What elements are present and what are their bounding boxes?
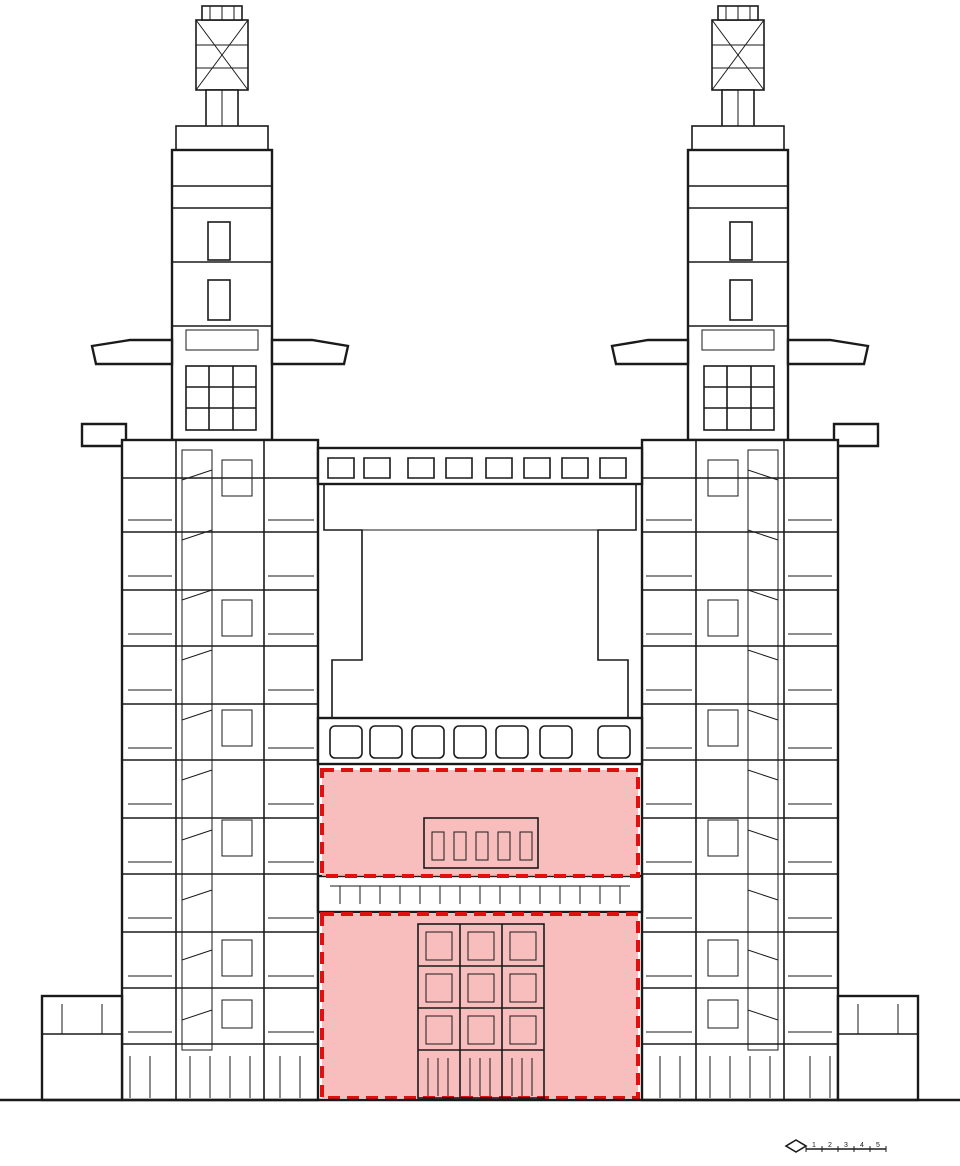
lower-highlighted-hall xyxy=(320,912,640,1100)
left-annex xyxy=(40,994,124,1102)
left-tower xyxy=(40,5,350,1102)
scale-tick-3: 3 xyxy=(844,1142,848,1149)
north-arrow-icon xyxy=(784,1139,808,1153)
scale-tick-5: 5 xyxy=(876,1142,880,1149)
scale-bar: 1 2 3 4 5 xyxy=(784,1139,887,1153)
left-tower-floors xyxy=(122,477,318,1045)
right-tower xyxy=(610,5,920,1102)
left-tower-mast xyxy=(175,5,269,153)
upper-highlighted-hall xyxy=(320,768,640,878)
left-core-upper xyxy=(170,148,274,442)
left-core-window-grid xyxy=(185,365,257,431)
left-stair-hatching xyxy=(181,449,253,1051)
scale-tick-1: 1 xyxy=(812,1142,816,1149)
central-bridge xyxy=(316,446,644,914)
scale-tick-4: 4 xyxy=(860,1142,864,1149)
left-tower-body xyxy=(120,438,320,1102)
scale-tick-2: 2 xyxy=(828,1142,832,1149)
